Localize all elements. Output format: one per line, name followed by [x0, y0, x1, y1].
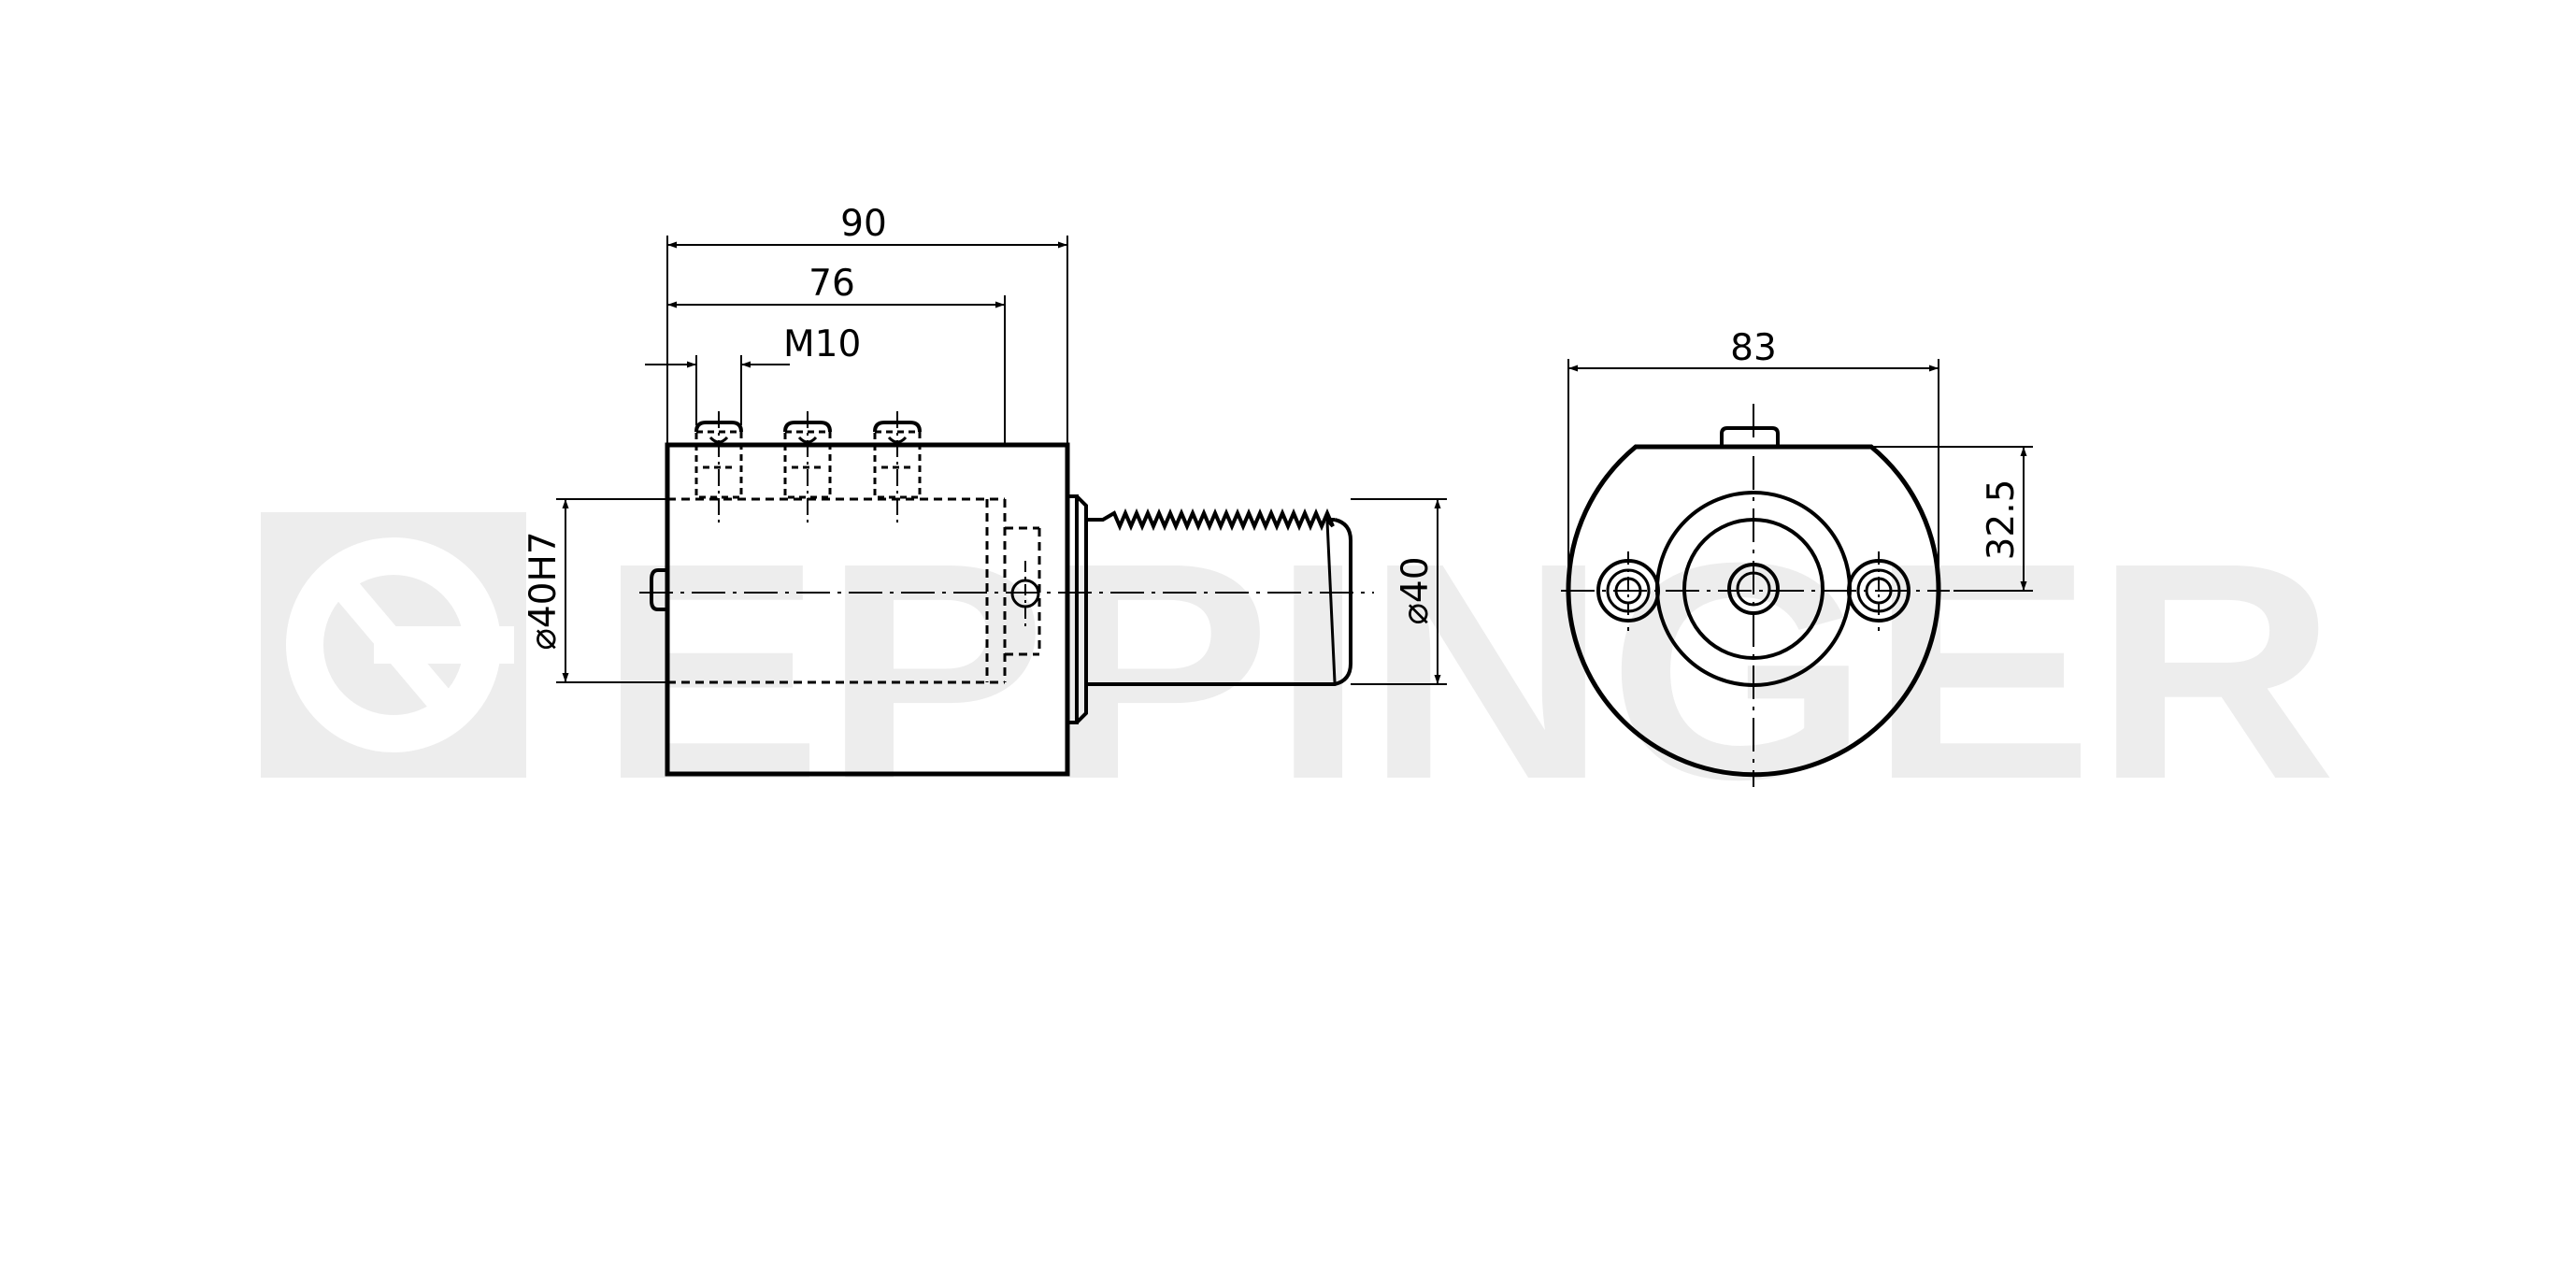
serrated-shank: [1086, 508, 1352, 686]
top-key: [1720, 426, 1780, 447]
dim-overall-length: 90: [840, 203, 887, 245]
dim-thread: M10: [783, 323, 861, 365]
front-view-dimensions: [1567, 359, 2033, 592]
dim-body-length: 76: [809, 263, 855, 305]
shank-serration: [1086, 508, 1335, 532]
dim-shank: ⌀40: [1395, 556, 1437, 624]
flange-chamfer: [1075, 494, 1088, 724]
body-nub: [650, 568, 667, 611]
hidden-bore: [667, 497, 1041, 684]
dim-front-width: 83: [1730, 327, 1777, 369]
side-view-dimensions: [556, 236, 1447, 685]
shank-outline: [1086, 518, 1352, 686]
watermark: EPPINGER: [261, 498, 2337, 843]
side-view: [639, 411, 1374, 777]
screw-centerlines: [718, 411, 898, 523]
dim-bore: ⌀40H7: [522, 531, 565, 650]
eppinger-logo-icon: [286, 537, 514, 752]
watermark-brand-text: EPPINGER: [598, 498, 2337, 843]
flange: [1066, 494, 1079, 724]
dim-center-height: 32.5: [1981, 479, 2023, 561]
